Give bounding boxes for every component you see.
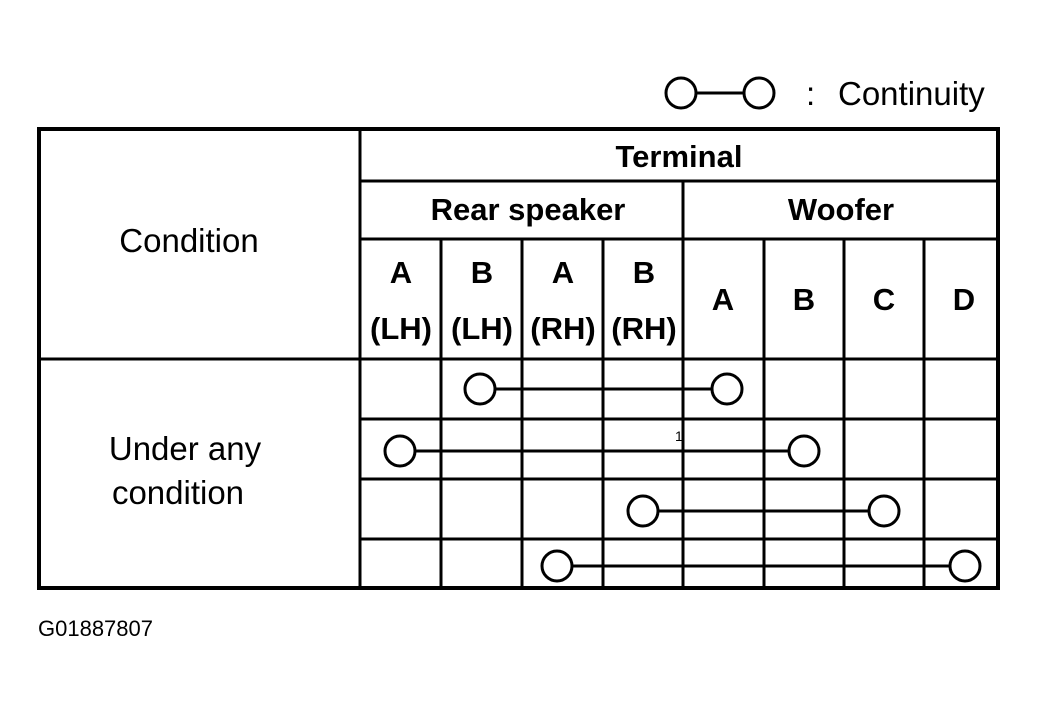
condition-header: Condition [119,222,258,259]
col-woofer-a: A [712,282,734,317]
continuity-circle-icon [787,434,821,468]
col-rear-3-letter: A [552,255,574,290]
col-rear-3-side: (RH) [530,311,595,346]
col-rear-4-side: (RH) [611,311,676,346]
col-rear-2-letter: B [471,255,493,290]
continuity-circle-icon [626,494,660,528]
legend-circle-left-icon [664,76,698,110]
condition-value-line2: condition [112,474,244,511]
continuity-circle-icon [540,549,574,583]
continuity-circle-icon [463,372,497,406]
table-grid [37,127,1000,590]
col-rear-1-side: (LH) [370,311,432,346]
col-woofer-b: B [793,282,815,317]
col-rear-1-letter: A [390,255,412,290]
group-rear-speaker: Rear speaker [431,192,626,227]
condition-value-line1: Under any [109,430,262,467]
continuity-circle-icon [948,549,982,583]
continuity-circle-icon [383,434,417,468]
continuity-circle-icon [710,372,744,406]
continuity-row-4 [540,549,982,583]
legend-label: Continuity [838,75,985,112]
legend-separator: : [806,75,815,112]
legend: : Continuity [664,75,985,112]
legend-circle-right-icon [742,76,776,110]
figure-code: G01887807 [38,616,153,641]
col-rear-2-side: (LH) [451,311,513,346]
terminal-header: Terminal [616,139,743,174]
continuity-row-1 [463,372,744,406]
col-rear-4-letter: B [633,255,655,290]
group-woofer: Woofer [788,192,894,227]
col-woofer-d: D [953,282,975,317]
continuity-row-2 [383,434,821,468]
col-woofer-c: C [873,282,895,317]
continuity-row-3 [626,494,901,528]
stray-mark: 1 [675,428,683,444]
continuity-circle-icon [867,494,901,528]
